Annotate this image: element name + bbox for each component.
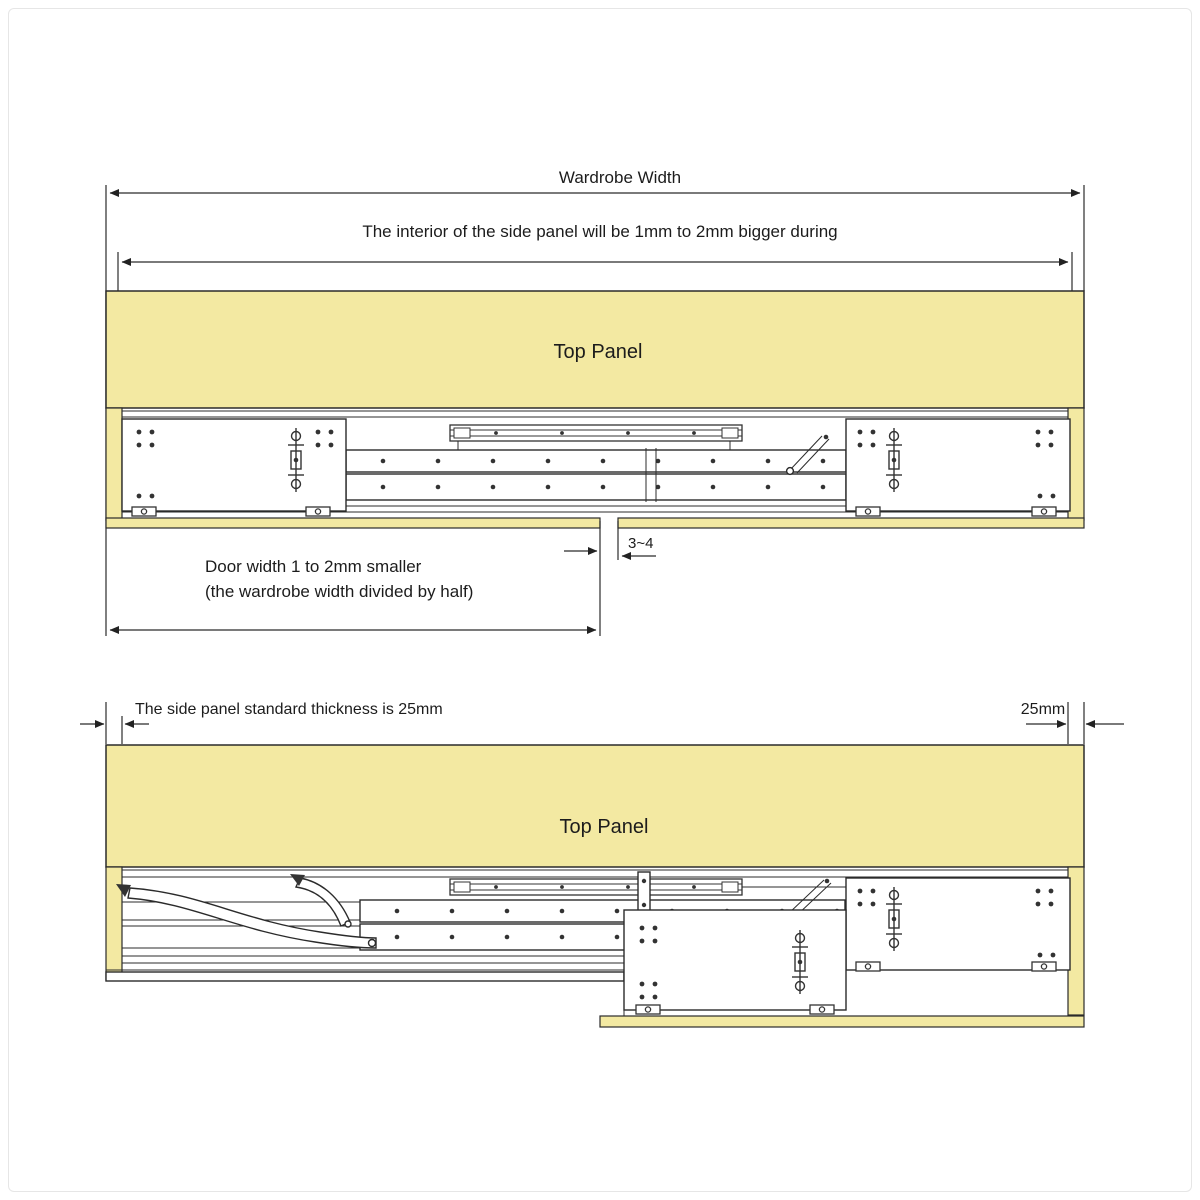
middle-rail bbox=[345, 448, 847, 502]
side-thickness-note: The side panel standard thickness is 25m… bbox=[135, 701, 443, 718]
right-thickness-label: 25mm bbox=[1021, 701, 1065, 718]
bottom-panel-left bbox=[105, 517, 601, 529]
door-width-note-line2: (the wardrobe width divided by half) bbox=[205, 582, 473, 601]
door-width-note-line1: Door width 1 to 2mm smaller bbox=[205, 557, 422, 576]
right-thickness-dimension: 25mm bbox=[1021, 701, 1124, 744]
soft-close-damper-long bbox=[116, 884, 377, 949]
interior-width-dimension: The interior of the side panel will be 1… bbox=[117, 222, 1073, 291]
left-side-panel-2 bbox=[105, 866, 123, 981]
interior-note: The interior of the side panel will be 1… bbox=[362, 222, 837, 241]
door-width-dimension: Door width 1 to 2mm smaller (the wardrob… bbox=[109, 557, 597, 635]
top-panel-label: Top Panel bbox=[554, 341, 643, 363]
wardrobe-width-label: Wardrobe Width bbox=[559, 168, 681, 187]
upper-slide-track bbox=[449, 424, 743, 450]
left-side-panel bbox=[105, 407, 123, 521]
top-panel-2-label: Top Panel bbox=[560, 816, 649, 838]
bottom-track-strip bbox=[599, 1015, 1085, 1028]
top-diagram: Wardrobe Width The interior of the side … bbox=[105, 168, 1085, 636]
upper-slide-track-2 bbox=[449, 878, 846, 896]
side-thickness-dimension: The side panel standard thickness is 25m… bbox=[80, 701, 443, 744]
top-panel bbox=[105, 290, 1085, 409]
bottom-panel-right bbox=[617, 517, 1085, 529]
right-door-panel bbox=[845, 418, 1071, 517]
soft-close-damper-short bbox=[290, 874, 352, 928]
bottom-diagram: The side panel standard thickness is 25m… bbox=[80, 701, 1124, 1028]
center-gap-label: 3~4 bbox=[628, 535, 653, 552]
hanger-bracket bbox=[637, 871, 651, 915]
left-door-panel bbox=[121, 418, 347, 517]
top-panel-2 bbox=[105, 744, 1085, 868]
damper-arm bbox=[785, 434, 830, 476]
center-gap-dimension: 3~4 bbox=[564, 521, 656, 636]
pulled-out-door-panel bbox=[623, 909, 847, 1015]
cabinet-bottom bbox=[105, 969, 625, 1016]
right-door-panel-2 bbox=[845, 877, 1071, 972]
